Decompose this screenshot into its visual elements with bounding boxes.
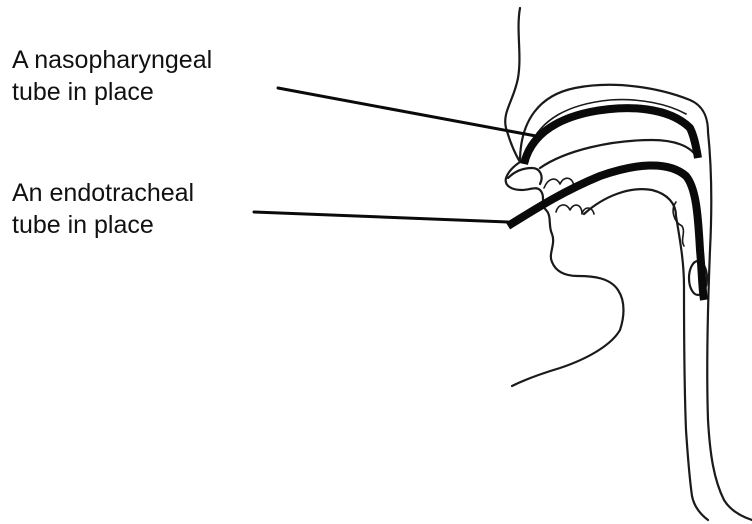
hard-palate-outline bbox=[540, 140, 696, 168]
endotracheal-leader-line bbox=[254, 212, 508, 222]
tongue-outline bbox=[584, 189, 676, 216]
nasopharyngeal-tube bbox=[524, 108, 698, 164]
nostril-outline bbox=[508, 168, 542, 184]
nasopharyngeal-leader-line bbox=[278, 88, 536, 136]
posterior-pharynx-wall bbox=[707, 132, 752, 520]
